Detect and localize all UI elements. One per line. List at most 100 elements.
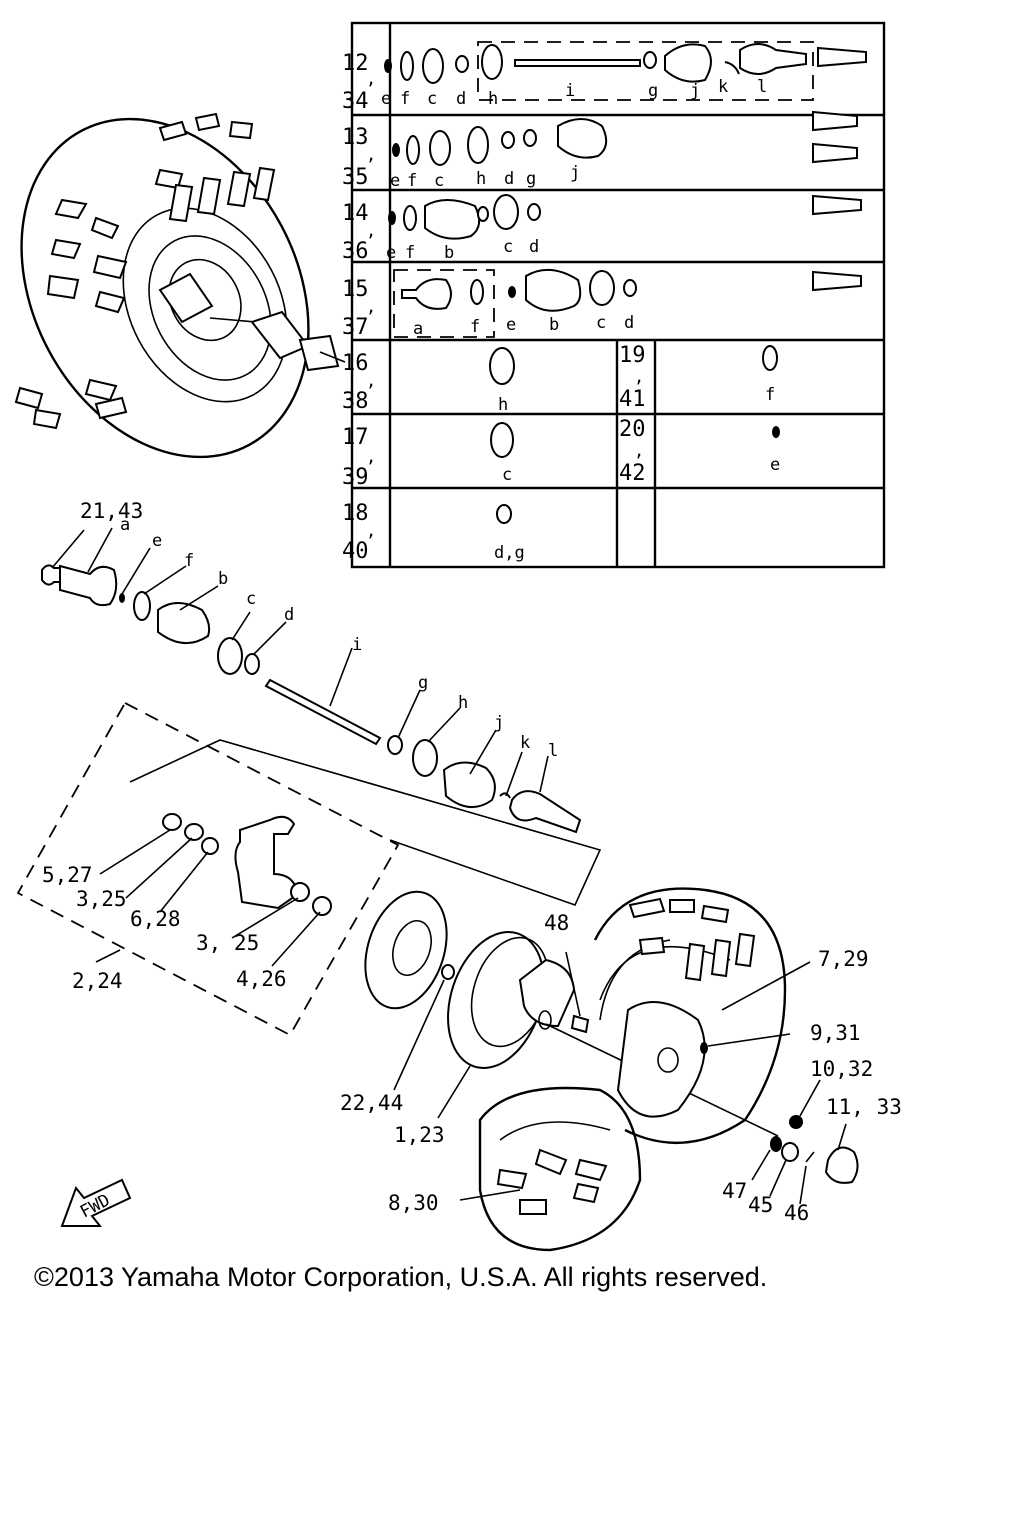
svg-text:c: c xyxy=(502,465,512,485)
svg-text:,: , xyxy=(366,371,376,391)
part-5-27 xyxy=(162,813,182,831)
svg-text:,: , xyxy=(366,297,376,317)
row-14-bottom: 36 xyxy=(342,239,369,264)
svg-text:,: , xyxy=(634,367,644,387)
callout-d: d xyxy=(284,605,294,625)
callout-j: j xyxy=(494,713,504,733)
svg-text:c: c xyxy=(434,171,444,191)
callout-8-30: 8,30 xyxy=(388,1191,439,1215)
svg-text:,: , xyxy=(634,441,644,461)
top-rim-outer xyxy=(122,207,288,403)
row-19-top: 19 xyxy=(619,343,646,368)
callout-46: 46 xyxy=(784,1201,809,1225)
svg-text:c: c xyxy=(427,89,437,109)
fwd-arrow: FWD xyxy=(60,1178,132,1227)
part-b-boot xyxy=(157,602,211,644)
row-13-bottom: 35 xyxy=(342,165,369,190)
bottom-wheel-assembly xyxy=(459,887,859,1252)
svg-text:e: e xyxy=(770,455,780,475)
svg-text:b: b xyxy=(549,315,559,335)
brake-hub-assembly xyxy=(364,890,779,1137)
callout-k: k xyxy=(520,733,530,753)
row-20-bottom: 42 xyxy=(619,461,646,486)
row-18-bottom: 40 xyxy=(342,539,369,564)
callout-1-23: 1,23 xyxy=(394,1123,445,1147)
row-18-parts: d,g xyxy=(494,504,525,563)
brake-disc xyxy=(364,890,448,1010)
top-tread-pattern xyxy=(14,112,276,430)
callout-5-27: 5,27 xyxy=(42,863,93,887)
callout-21-43: 21,43 xyxy=(80,499,143,523)
svg-text:h: h xyxy=(498,395,508,415)
svg-text:e: e xyxy=(506,315,516,335)
row-12-bottom: 34 xyxy=(342,89,369,114)
svg-text:f: f xyxy=(400,89,410,109)
svg-text:j: j xyxy=(570,163,580,183)
row-16-top: 16 xyxy=(342,351,369,376)
row-15-top: 15 xyxy=(342,277,369,302)
callout-h: h xyxy=(458,693,468,713)
row-12-parts: e f c d h i g j k l xyxy=(381,41,867,109)
outer-tire-half xyxy=(593,887,787,1145)
part-11-33-cap xyxy=(824,1146,859,1184)
row-18-top: 18 xyxy=(342,501,369,526)
row-17-parts: c xyxy=(490,422,514,485)
callout-48: 48 xyxy=(544,911,569,935)
svg-text:f: f xyxy=(470,317,480,337)
part-45 xyxy=(781,1142,799,1162)
svg-text:,: , xyxy=(366,521,376,541)
row-20-parts: e xyxy=(770,426,780,475)
svg-text:g: g xyxy=(648,81,658,101)
inner-tire-half xyxy=(478,1086,642,1252)
row-19-parts: f xyxy=(762,345,778,405)
callout-labels: 21,43 a e f b c d i g h j k l 5,27 3,25 … xyxy=(42,499,902,1225)
rim-disc xyxy=(616,1001,706,1118)
svg-text:j: j xyxy=(690,81,700,101)
row-20-top: 20 xyxy=(619,417,646,442)
callout-11-33: 11, 33 xyxy=(826,1095,902,1119)
row-12-shaft-end xyxy=(817,46,867,68)
copyright-text: ©2013 Yamaha Motor Corporation, U.S.A. A… xyxy=(34,1262,768,1292)
row-17-bottom: 39 xyxy=(342,465,369,490)
part-f-ring xyxy=(133,591,151,621)
top-outer-cv xyxy=(298,334,340,372)
callout-a: a xyxy=(120,515,130,535)
svg-text:d: d xyxy=(529,237,539,257)
svg-text:e: e xyxy=(386,243,396,263)
svg-text:i: i xyxy=(565,81,575,101)
row-13-top: 13 xyxy=(342,125,369,150)
row-12-dashed-group xyxy=(477,41,814,101)
part-6-28 xyxy=(201,837,219,855)
callout-3-25a: 3,25 xyxy=(76,887,127,911)
svg-text:,: , xyxy=(366,69,376,89)
svg-text:h: h xyxy=(488,89,498,109)
svg-text:a: a xyxy=(413,319,423,339)
svg-text:c: c xyxy=(596,313,606,333)
svg-text:e: e xyxy=(381,89,391,109)
svg-text:d: d xyxy=(624,313,634,333)
part-a-joint xyxy=(59,564,118,607)
part-e-ring xyxy=(119,593,125,603)
svg-text:f: f xyxy=(405,243,415,263)
svg-text:g: g xyxy=(526,169,536,189)
top-shaft xyxy=(209,317,257,323)
row-16-bottom: 38 xyxy=(342,389,369,414)
callout-3-25b: 3, 25 xyxy=(196,931,259,955)
svg-text:c: c xyxy=(503,237,513,257)
svg-text:b: b xyxy=(444,243,454,263)
callout-4-26: 4,26 xyxy=(236,967,287,991)
svg-text:k: k xyxy=(718,77,728,97)
knuckle-dashed-frame xyxy=(16,701,400,1037)
part-47 xyxy=(770,1136,782,1152)
part-4-26 xyxy=(312,896,332,916)
reference-table: 12 34 13 35 14 36 15 37 16 38 17 39 18 4… xyxy=(342,21,886,569)
knuckle-group xyxy=(16,701,602,1037)
exploded-drive-shaft xyxy=(41,527,582,834)
row-13-parts: e f c h d g j xyxy=(390,110,858,191)
part-22-44 xyxy=(441,964,455,980)
svg-text:h: h xyxy=(476,169,486,189)
callout-2-24: 2,24 xyxy=(72,969,123,993)
callout-10-32: 10,32 xyxy=(810,1057,873,1081)
